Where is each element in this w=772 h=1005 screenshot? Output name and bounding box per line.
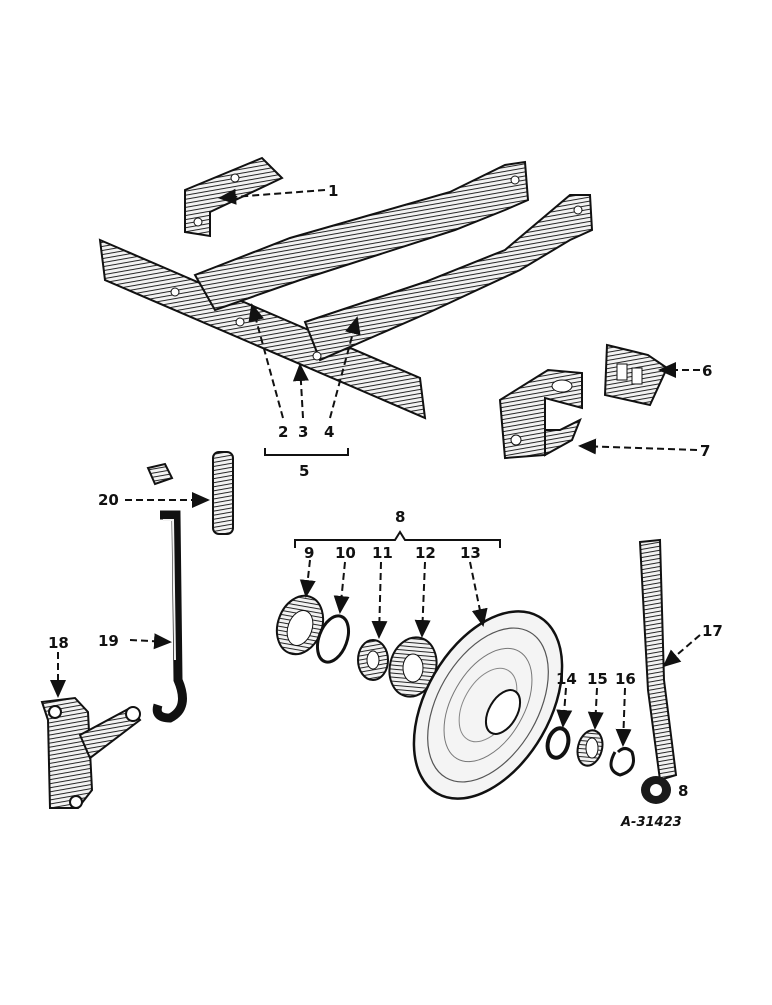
leader-17 bbox=[662, 634, 701, 668]
callout-12: 12 bbox=[415, 544, 436, 562]
callout-2: 2 bbox=[278, 423, 288, 441]
ring-part-10 bbox=[315, 614, 351, 664]
leader-7 bbox=[578, 438, 698, 455]
callout-16: 16 bbox=[615, 670, 636, 688]
disk-part-13 bbox=[412, 610, 564, 800]
leader-11 bbox=[371, 561, 388, 639]
leader-10 bbox=[333, 561, 350, 614]
callout-13: 13 bbox=[460, 544, 481, 562]
callout-10: 10 bbox=[335, 544, 356, 562]
leader-15 bbox=[587, 687, 604, 730]
callout-6: 6 bbox=[702, 362, 712, 380]
callout-7: 7 bbox=[700, 442, 710, 460]
leader-3 bbox=[292, 363, 309, 419]
scraper-arm-part-17 bbox=[638, 538, 678, 804]
callout-8: 8 bbox=[395, 508, 405, 526]
callout-14: 14 bbox=[556, 670, 577, 688]
spring-part-16 bbox=[609, 747, 635, 777]
leader-14 bbox=[556, 687, 573, 728]
callout-19: 19 bbox=[98, 632, 119, 650]
leader-1 bbox=[218, 188, 326, 205]
frame-assembly bbox=[98, 160, 594, 420]
washer-part-14 bbox=[545, 726, 571, 760]
hook-rod-part-19 bbox=[152, 510, 187, 723]
leader-13 bbox=[469, 561, 488, 627]
callout-4: 4 bbox=[324, 423, 334, 441]
callout-extra-8: 8 bbox=[678, 782, 688, 800]
leader-9 bbox=[299, 559, 316, 598]
threaded-stud bbox=[212, 451, 234, 535]
callout-20: 20 bbox=[98, 491, 119, 509]
callout-18: 18 bbox=[48, 634, 69, 652]
brace-5 bbox=[264, 448, 349, 456]
bracket-part-7 bbox=[498, 368, 583, 460]
callout-9: 9 bbox=[304, 544, 314, 562]
callout-17: 17 bbox=[702, 622, 723, 640]
leader-12 bbox=[414, 561, 431, 638]
leader-2 bbox=[248, 303, 284, 419]
bearing-part-11 bbox=[357, 639, 389, 681]
callout-11: 11 bbox=[372, 544, 393, 562]
leader-4 bbox=[329, 316, 361, 419]
plate-part-6 bbox=[603, 343, 669, 407]
leader-19 bbox=[129, 633, 172, 650]
cap-part-9 bbox=[275, 594, 325, 656]
spacer-part-15 bbox=[576, 729, 604, 767]
drawing-reference: A-31423 bbox=[620, 815, 682, 830]
casting-part-18 bbox=[40, 696, 142, 809]
nut bbox=[146, 462, 174, 486]
callout-1: 1 bbox=[328, 182, 338, 200]
leader-16 bbox=[615, 687, 632, 747]
brace-8 bbox=[294, 530, 501, 548]
callout-15: 15 bbox=[587, 670, 608, 688]
callout-3: 3 bbox=[298, 423, 308, 441]
callout-5: 5 bbox=[299, 462, 309, 480]
